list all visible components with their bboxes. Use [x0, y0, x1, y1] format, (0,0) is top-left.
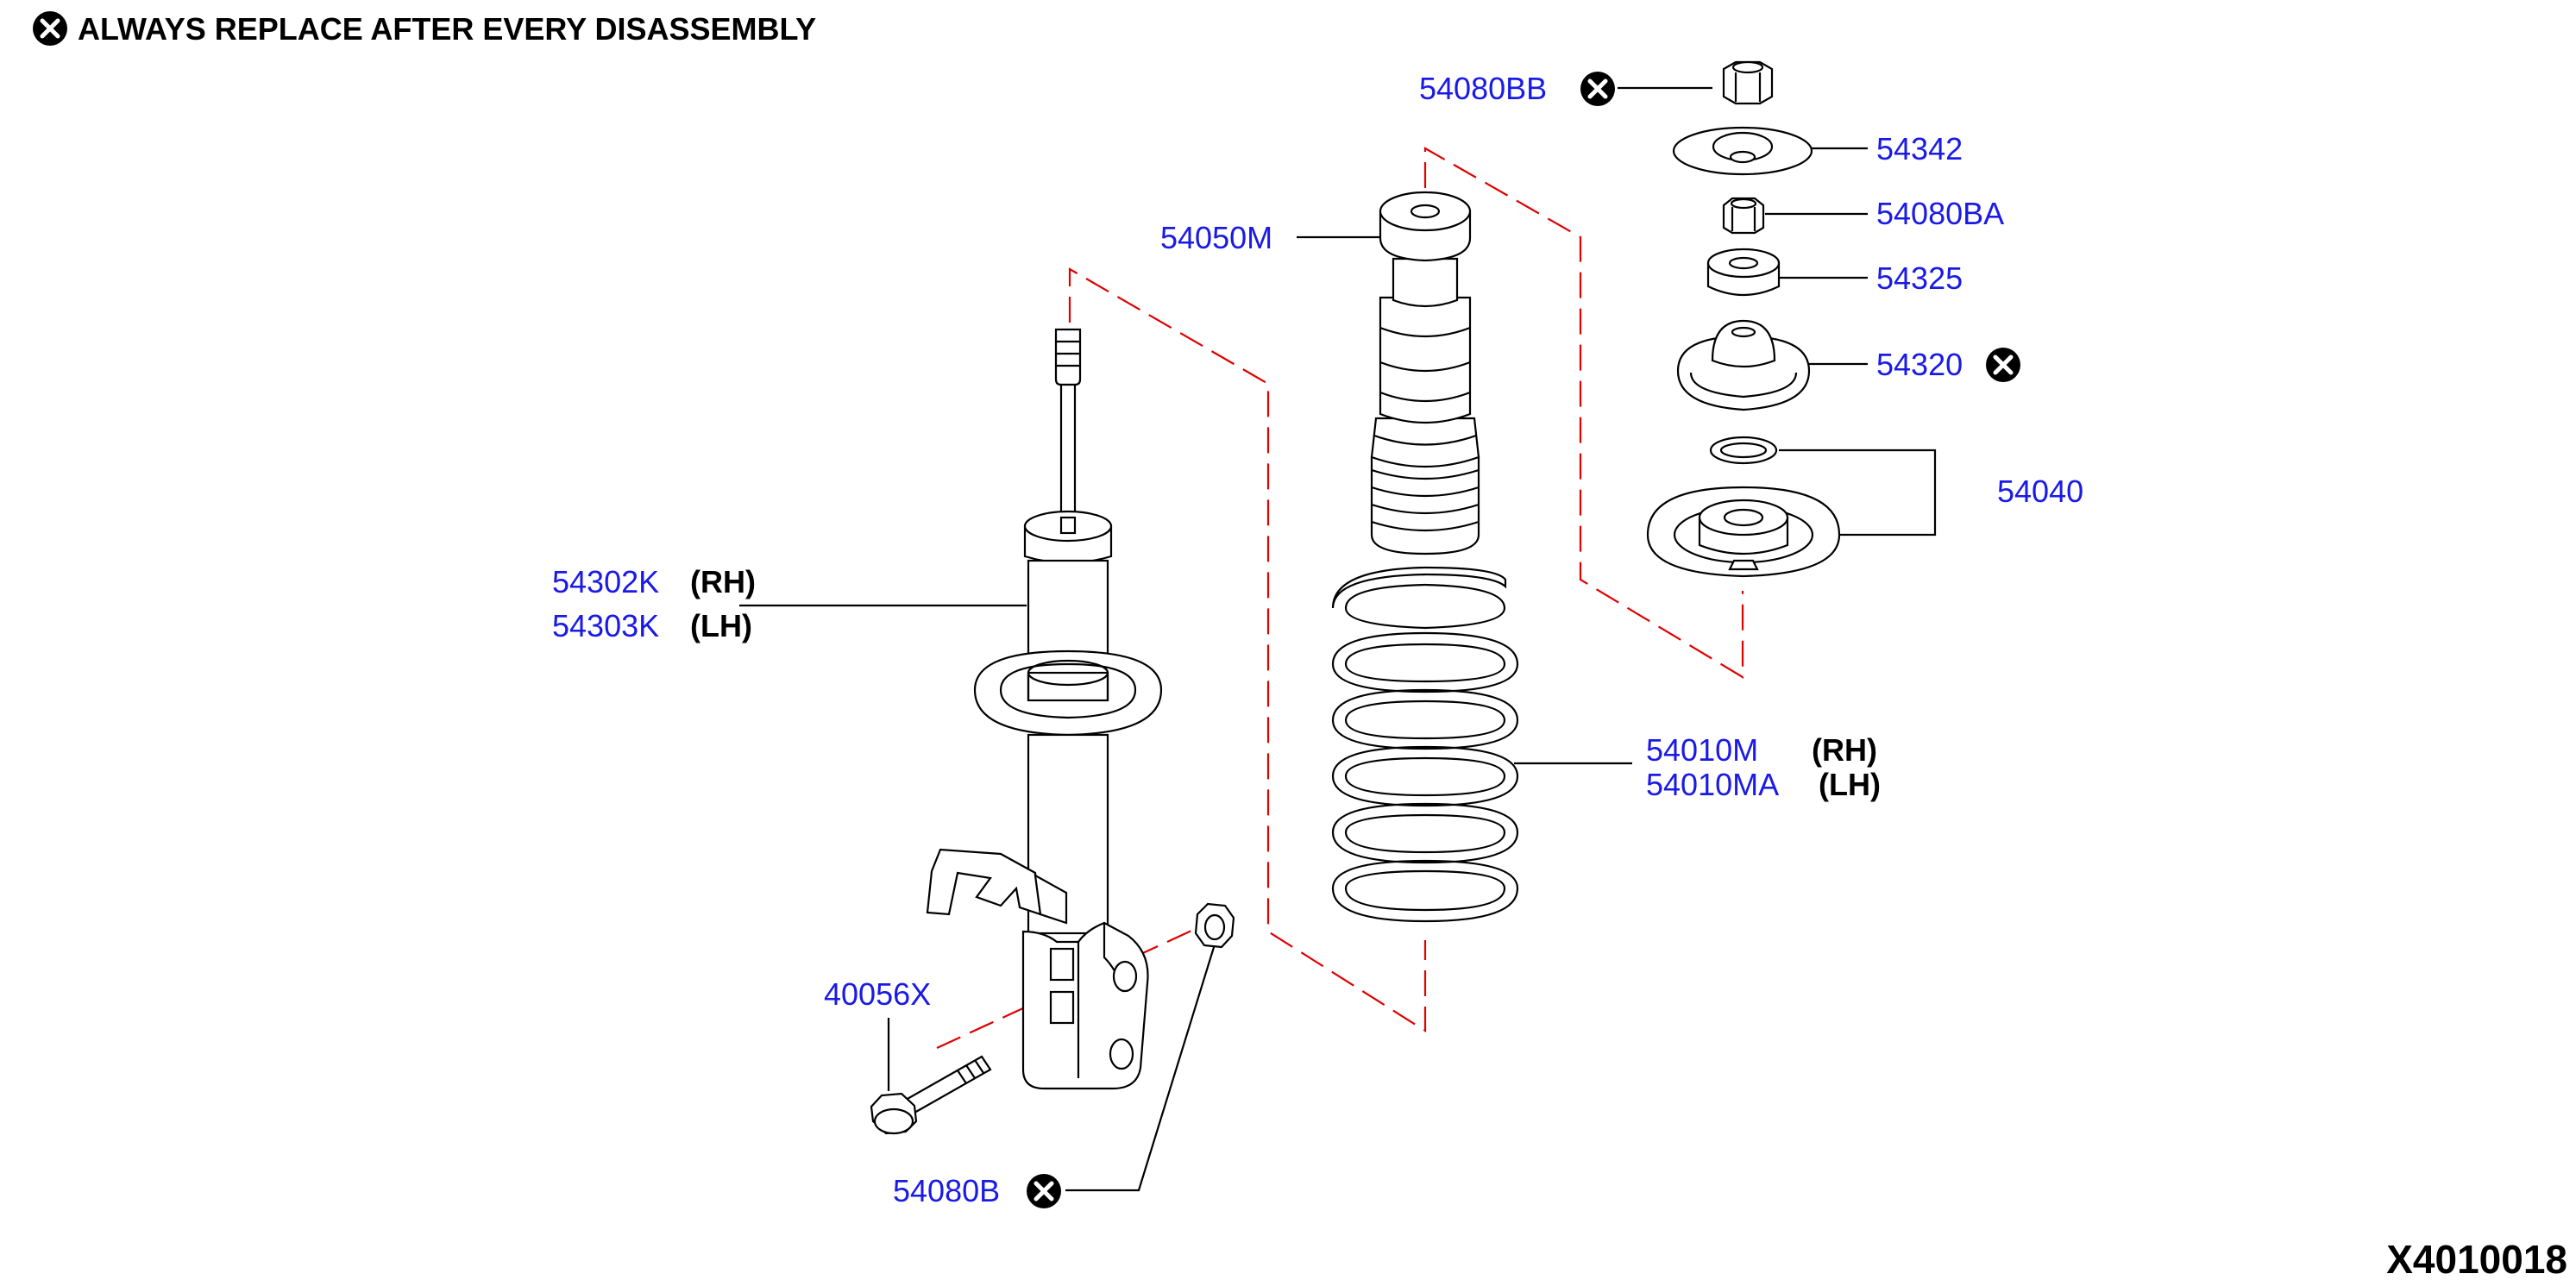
side-rh: (RH): [690, 564, 756, 599]
part-number-54302K: 54302K: [552, 564, 659, 599]
replace-note-text: ALWAYS REPLACE AFTER EVERY DISASSEMBLY: [78, 11, 816, 47]
strut-part: [926, 328, 1163, 1090]
replace-note: ALWAYS REPLACE AFTER EVERY DISASSEMBLY: [33, 11, 816, 47]
part-number-54080BA: 54080BA: [1876, 196, 2004, 231]
side-rh: (RH): [1812, 732, 1877, 768]
label-54325: 54325: [1876, 260, 1963, 296]
label-spring: 54010M (RH) 54010MA (LH): [1646, 732, 1881, 802]
part-number-54325: 54325: [1876, 260, 1963, 296]
diagram-code: X4010018: [2386, 1237, 2567, 1280]
phantom-line-mount: [1423, 147, 1744, 679]
leader-nut-bottom: [1065, 944, 1216, 1192]
bound-bumper-part: [1370, 191, 1480, 555]
part-number-54080B: 54080B: [893, 1173, 1000, 1208]
part-number-54050M: 54050M: [1160, 220, 1272, 255]
side-lh: (LH): [690, 608, 752, 643]
side-lh: (LH): [1819, 767, 1881, 802]
label-54040: 54040: [1997, 474, 2083, 509]
label-54080BA: 54080BA: [1876, 196, 2004, 231]
replace-x-icon: [1986, 348, 2020, 382]
label-54080B: 54080B: [893, 1173, 1061, 1208]
label-54080BB: 54080BB: [1419, 71, 1615, 106]
leader-seat-lower: [1779, 449, 1937, 536]
part-labels: 54080BB 54342 54080BA 54325 54320 54040 …: [552, 71, 2083, 1208]
part-number-54010M: 54010M: [1646, 732, 1758, 768]
label-strut: 54302K (RH) 54303K (LH): [552, 564, 756, 643]
label-54050M: 54050M: [1160, 220, 1272, 255]
part-number-40056X: 40056X: [824, 976, 931, 1012]
label-54320: 54320: [1876, 347, 2020, 382]
seat-top-part: [1672, 126, 1813, 176]
mount-part: [1676, 319, 1811, 411]
bushing-part: [1706, 248, 1781, 297]
label-40056X: 40056X: [824, 976, 931, 1012]
coil-spring-part: [1331, 566, 1519, 923]
part-number-54080BB: 54080BB: [1419, 71, 1547, 106]
label-54342: 54342: [1876, 131, 1963, 166]
part-number-54342: 54342: [1876, 131, 1963, 166]
part-number-54320: 54320: [1876, 347, 1963, 382]
replace-x-icon: [1027, 1174, 1061, 1208]
part-number-54303K: 54303K: [552, 608, 659, 643]
part-number-54040: 54040: [1997, 474, 2083, 509]
phantom-line-strut: [1068, 267, 1427, 1032]
seat-lower-part: [1646, 436, 1841, 578]
nut-top-part: [1722, 60, 1774, 105]
replace-x-icon: [1580, 72, 1615, 106]
leader-lines: [739, 86, 1937, 1192]
bolt-part: [870, 1055, 992, 1135]
nut-bottom-part: [1194, 902, 1235, 949]
replace-x-icon: [33, 11, 67, 46]
part-number-54010MA: 54010MA: [1646, 767, 1779, 802]
nut-mid-part: [1722, 197, 1765, 235]
